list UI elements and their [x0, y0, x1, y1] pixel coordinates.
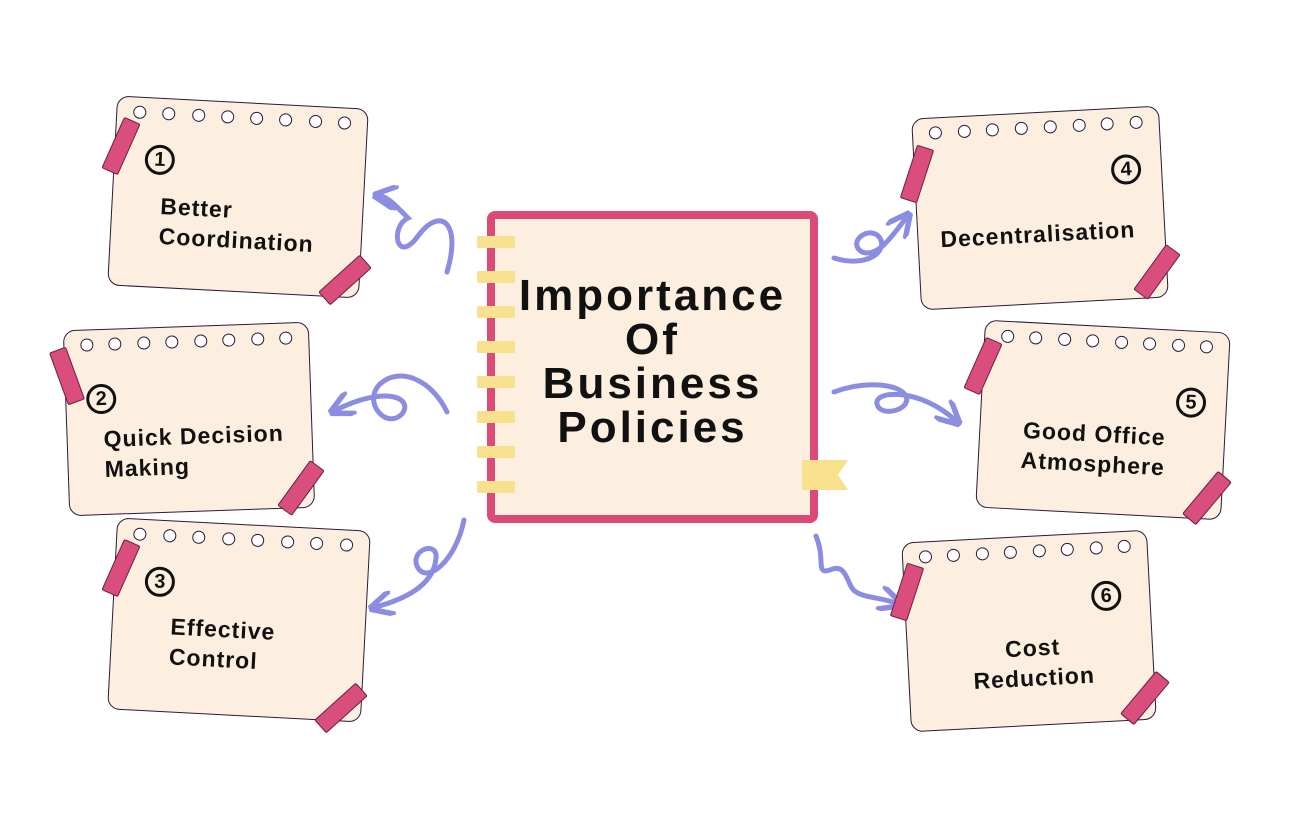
card-label-line-1: Decentralisation [939, 216, 1136, 253]
note-card-6: 6 Cost Reduction [901, 529, 1157, 733]
card-label-line-2: Atmosphere [1020, 446, 1166, 481]
spiral-ring [477, 271, 515, 283]
card-label: Quick Decision Making [103, 418, 285, 484]
spiral-ring [477, 236, 515, 248]
card-label: Effective Control [168, 611, 276, 676]
arrow-to-quick-decision [336, 373, 450, 422]
diagram-title: Importance Of Business Policies [495, 274, 810, 450]
number-badge: 5 [1175, 386, 1207, 419]
arrow-to-better-coordination [380, 196, 455, 275]
arrow-to-good-office [831, 382, 955, 420]
card-label-line-2: Control [168, 643, 259, 675]
binder-holes [918, 539, 1132, 567]
binder-holes [1000, 329, 1214, 357]
spiral-ring [477, 446, 515, 458]
note-card-1: 1 Better Coordination [107, 95, 369, 299]
note-card-5: 5 Good Office Atmosphere [975, 319, 1231, 521]
number-badge: 1 [144, 144, 176, 176]
card-label-line-2: Making [104, 453, 191, 482]
card-label: Good Office Atmosphere [1020, 415, 1167, 482]
binder-holes [928, 115, 1144, 143]
binder-holes [80, 331, 293, 354]
title-line-2: Of [625, 315, 680, 364]
card-label: Cost Reduction [971, 630, 1096, 696]
note-card-3: 3 Effective Control [107, 517, 371, 723]
number-badge: 4 [1110, 153, 1142, 186]
spiral-ring [477, 341, 515, 353]
title-line-1: Importance [518, 271, 787, 320]
number-badge: 3 [144, 566, 176, 598]
title-line-3: Business [542, 359, 763, 408]
spiral-ring [477, 481, 515, 493]
note-card-4: 4 Decentralisation [911, 105, 1169, 311]
title-line-4: Policies [557, 403, 748, 452]
spiral-ring [477, 411, 515, 423]
arrow-to-decentralisation [831, 218, 906, 264]
card-label: Better Coordination [158, 191, 316, 259]
card-label-line-1: Quick Decision [103, 419, 285, 452]
binder-holes [132, 105, 352, 132]
number-badge: 2 [85, 383, 117, 415]
bookmark-ribbon-icon [802, 460, 848, 490]
central-notebook: Importance Of Business Policies [487, 211, 818, 523]
note-card-2: 2 Quick Decision Making [62, 321, 316, 517]
arrow-to-effective-control [376, 517, 467, 607]
binder-holes [133, 527, 354, 554]
spiral-ring [477, 376, 515, 388]
spiral-ring [477, 306, 515, 318]
card-label: Decentralisation [940, 214, 1136, 254]
card-label-line-2: Reduction [972, 661, 1096, 694]
arrow-to-cost-reduction [813, 533, 896, 603]
number-badge: 6 [1090, 580, 1123, 612]
